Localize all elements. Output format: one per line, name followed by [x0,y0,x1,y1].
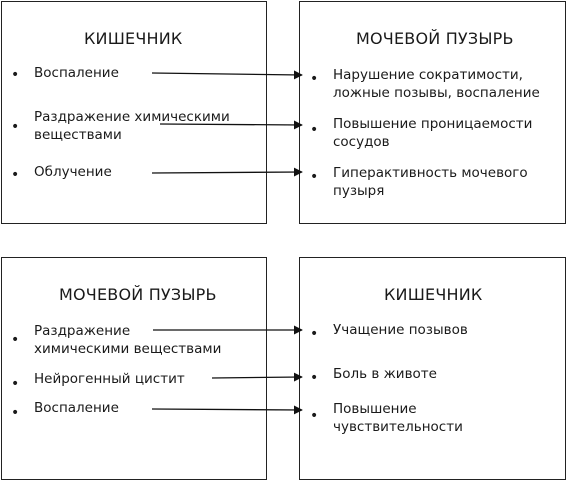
bottom-right-item-pain: Боль в животе [333,366,437,382]
bullet: • [310,408,319,424]
bullet: • [11,167,20,183]
bullet: • [11,405,20,421]
bullet: • [11,119,20,135]
bottom-left-box [1,257,267,480]
bottom-right-item-sensitivity-1: Повышение [333,401,417,417]
bullet: • [11,376,20,392]
bottom-right-item-urgency: Учащение позывов [333,322,468,338]
bullet: • [310,71,319,87]
top-left-box [1,1,267,224]
top-right-item-hyperactivity-1: Гиперактивность мочевого [333,165,528,181]
bullet: • [11,67,20,83]
bullet: • [310,370,319,386]
top-left-title: КИШЕЧНИК [84,29,183,48]
bottom-right-title: КИШЕЧНИК [384,285,483,304]
bullet: • [310,169,319,185]
bottom-right-box [299,257,566,480]
top-left-item-chemical-2: веществами [34,127,122,143]
top-left-item-inflammation: Воспаление [34,65,119,81]
bottom-left-item-irritation-2: химическими веществами [34,341,222,357]
bullet: • [11,332,20,348]
bottom-right-item-sensitivity-2: чувствительности [333,419,463,435]
top-right-box [299,1,566,224]
bottom-left-title: МОЧЕВОЙ ПУЗЫРЬ [59,285,217,304]
top-right-item-permeability-1: Повышение проницаемости [333,116,533,132]
top-right-item-permeability-2: сосудов [333,134,390,150]
top-right-item-contractility-1: Нарушение сократимости, [333,67,523,83]
bottom-left-item-irritation-1: Раздражение [34,323,131,339]
bottom-left-item-neurogenic: Нейрогенный цистит [34,371,185,387]
bottom-left-item-inflammation: Воспаление [34,400,119,416]
bullet: • [310,326,319,342]
bullet: • [310,122,319,138]
top-left-item-irradiation: Облучение [34,164,112,180]
top-left-item-chemical-1: Раздражение химическими [34,109,230,125]
top-right-item-contractility-2: ложные позывы, воспаление [333,85,540,101]
top-right-title: МОЧЕВОЙ ПУЗЫРЬ [356,29,514,48]
top-right-item-hyperactivity-2: пузыря [333,183,385,199]
